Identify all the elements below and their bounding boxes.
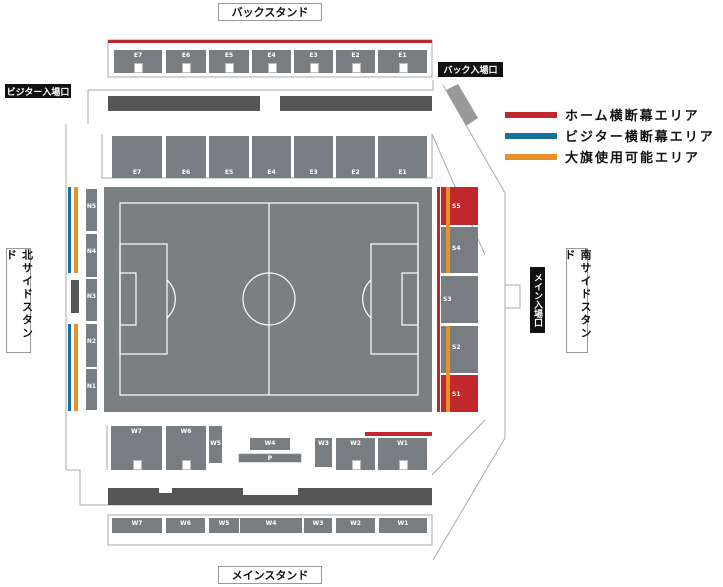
section-back-lower-e1[interactable]: E1 [378, 136, 427, 178]
section-back-upper-e7[interactable]: E7 [114, 50, 162, 73]
section-back-lower-e4[interactable]: E4 [252, 136, 291, 178]
section-main-lower-w5[interactable]: W5 [209, 518, 239, 533]
back-concourse-right [280, 96, 432, 111]
legend-home-banner: ホーム横断幕エリア [505, 105, 700, 124]
section-main-press-p[interactable]: P [238, 453, 302, 463]
section-north-n4[interactable]: N4 [86, 234, 97, 277]
home-banner-main [365, 432, 432, 436]
section-main-upper-w3[interactable]: W3 [315, 438, 332, 467]
section-back-upper-e6[interactable]: E6 [166, 50, 206, 73]
section-back-lower-e6[interactable]: E6 [166, 136, 206, 178]
section-main-upper-w5[interactable]: W5 [209, 426, 222, 463]
section-back-lower-e5[interactable]: E5 [209, 136, 249, 178]
section-south-s3[interactable]: S3 [441, 276, 478, 323]
flag-area-south-1 [446, 187, 450, 273]
section-back-upper-e2[interactable]: E2 [336, 50, 375, 73]
section-main-lower-w7[interactable]: W7 [112, 518, 162, 533]
back-gate-label: バック入場口 [438, 62, 503, 77]
flag-area-north-2 [74, 324, 78, 411]
flag-area-south-2 [446, 326, 450, 412]
north-side-stand-label: 北サイドスタンド [5, 248, 34, 353]
pitch [104, 187, 432, 412]
main-concourse-4 [243, 495, 298, 505]
home-banner-back [108, 40, 432, 43]
section-north-n2[interactable]: N2 [86, 324, 97, 367]
section-back-lower-e7[interactable]: E7 [112, 136, 162, 178]
section-back-upper-e3[interactable]: E3 [294, 50, 333, 73]
section-north-n5[interactable]: N5 [86, 189, 97, 231]
visitor-banner-north-2 [68, 324, 71, 411]
legend-flag-area: 大旗使用可能エリア [505, 147, 700, 166]
section-back-upper-e4[interactable]: E4 [252, 50, 291, 73]
flag-area-north-1 [74, 187, 78, 273]
legend-swatch-visitor [505, 132, 557, 139]
main-stand-label: メインスタンド [218, 566, 322, 584]
legend-swatch-home [505, 111, 557, 118]
section-main-lower-w3[interactable]: W3 [304, 518, 332, 533]
section-back-lower-e2[interactable]: E2 [336, 136, 375, 178]
south-side-stand-label: 南サイドスタンド [563, 248, 592, 353]
section-main-lower-w1[interactable]: W1 [379, 518, 427, 533]
section-main-lower-w4[interactable]: W4 [240, 518, 302, 533]
section-back-upper-e5[interactable]: E5 [209, 50, 249, 73]
back-concourse-left [108, 96, 260, 111]
pitch-lines [119, 202, 419, 396]
visitor-gate-label: ビジター入場口 [5, 84, 71, 98]
section-back-upper-e1[interactable]: E1 [378, 50, 427, 73]
legend-visitor-banner: ビジター横断幕エリア [505, 126, 715, 145]
section-main-lower-w6[interactable]: W6 [166, 518, 205, 533]
main-gate-label: メイン入場口 [530, 267, 545, 333]
main-concourse-3 [172, 488, 243, 505]
section-main-upper-w1[interactable]: W1 [378, 438, 427, 470]
section-main-upper-w7[interactable]: W7 [111, 426, 162, 470]
back-stand-label: バックスタンド [218, 3, 322, 21]
section-main-lower-w2[interactable]: W2 [336, 518, 375, 533]
home-banner-south-line [437, 187, 440, 412]
section-main-upper-w2[interactable]: W2 [336, 438, 375, 470]
legend-label: ホーム横断幕エリア [565, 109, 700, 124]
main-concourse-2 [159, 493, 172, 505]
main-concourse-5 [298, 488, 432, 505]
legend-label: 大旗使用可能エリア [565, 151, 701, 166]
section-back-lower-e3[interactable]: E3 [294, 136, 333, 178]
main-concourse-1 [108, 488, 159, 505]
legend-label: ビジター横断幕エリア [565, 130, 715, 145]
section-north-n3[interactable]: N3 [86, 279, 97, 321]
section-north-n1[interactable]: N1 [86, 369, 97, 410]
north-gate-block [71, 280, 79, 313]
visitor-banner-north-1 [68, 187, 71, 273]
legend-swatch-flag [505, 153, 557, 160]
section-main-upper-w6[interactable]: W6 [166, 426, 206, 470]
section-main-upper-w4[interactable]: W4 [250, 438, 290, 450]
